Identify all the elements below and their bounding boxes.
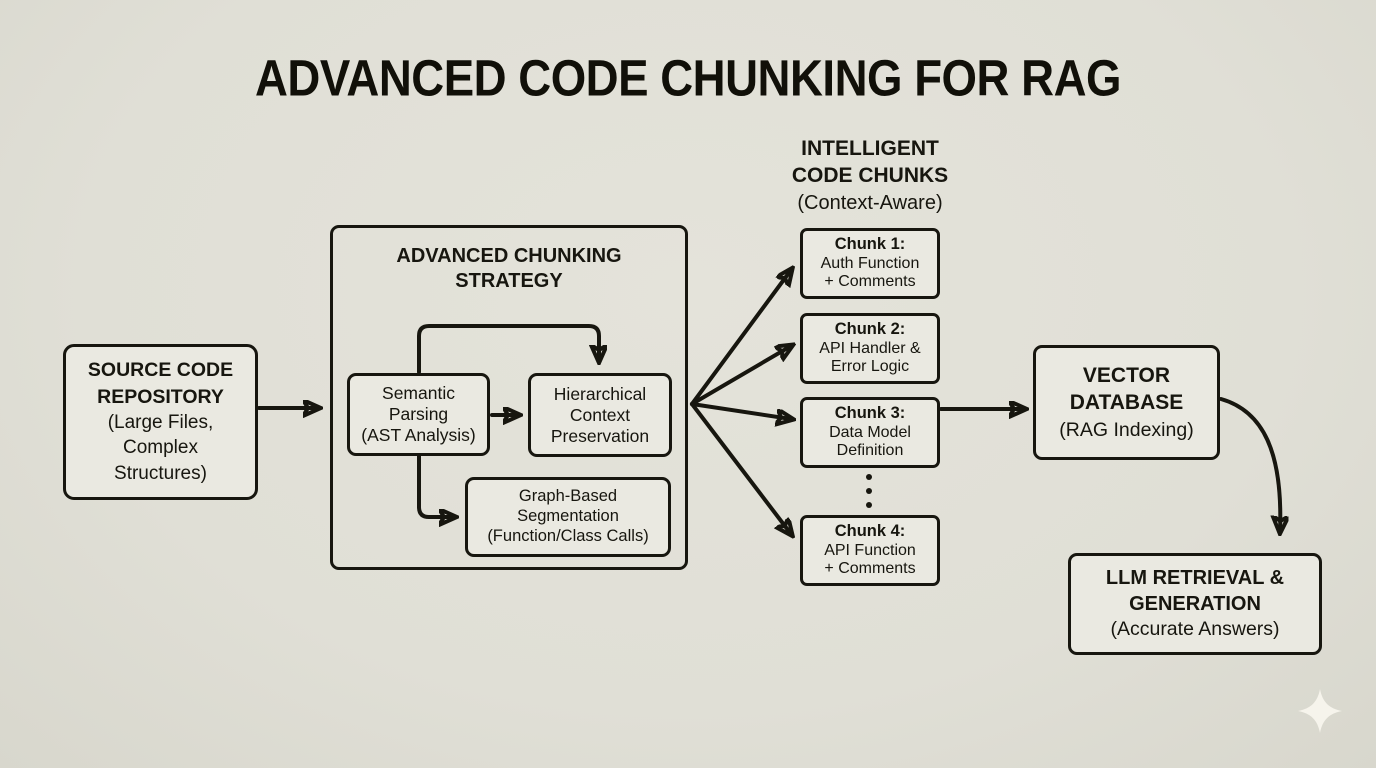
node-chunk-1: Chunk 1: Auth Function + Comments: [800, 228, 940, 299]
vector-title: VECTOR DATABASE: [1069, 364, 1184, 415]
arrow-strategy-to-chunk1: [690, 270, 791, 406]
chunk1-text: Auth Function + Comments: [820, 254, 920, 291]
chunk3-text: Data Model Definition: [829, 423, 911, 460]
arrow-vector-to-llm: [1219, 397, 1280, 531]
chunk4-label: Chunk 4:: [834, 521, 906, 540]
node-chunk-4: Chunk 4: API Function + Comments: [800, 515, 940, 586]
chunks-header-title: INTELLIGENT CODE CHUNKS: [791, 137, 949, 187]
source-title: SOURCE CODE REPOSITORY: [87, 359, 234, 408]
node-llm-retrieval-generation: LLM RETRIEVAL & GENERATION (Accurate Ans…: [1068, 553, 1322, 655]
chunks-column-header: INTELLIGENT CODE CHUNKS (Context-Aware): [755, 136, 985, 216]
chunk2-label: Chunk 2:: [834, 319, 906, 338]
node-source-code-repository: SOURCE CODE REPOSITORY (Large Files, Com…: [63, 344, 258, 500]
llm-title: LLM RETRIEVAL & GENERATION: [1105, 567, 1285, 616]
node-graph-based-segmentation: Graph-Based Segmentation (Function/Class…: [465, 477, 671, 557]
chunk2-text: API Handler & Error Logic: [819, 339, 921, 376]
page-title: ADVANCED CODE CHUNKING FOR RAG: [254, 48, 1122, 107]
hierarchical-text: Hierarchical Context Preservation: [550, 383, 650, 446]
vector-subtitle: (RAG Indexing): [1059, 418, 1194, 441]
node-advanced-chunking-strategy: ADVANCED CHUNKING STRATEGY: [330, 225, 688, 570]
arrow-strategy-to-chunk4: [690, 402, 791, 534]
sparkle-icon: [1298, 689, 1342, 733]
chunks-ellipsis: [866, 474, 872, 508]
strategy-title: ADVANCED CHUNKING STRATEGY: [396, 245, 622, 292]
node-chunk-2: Chunk 2: API Handler & Error Logic: [800, 313, 940, 384]
chunk1-label: Chunk 1:: [834, 234, 906, 253]
chunk4-text: API Function + Comments: [824, 541, 916, 578]
source-subtitle: (Large Files, Complex Structures): [107, 411, 214, 485]
arrow-strategy-to-chunk2: [690, 346, 791, 406]
arrow-strategy-to-chunk3: [690, 402, 791, 419]
chunks-header-subtitle: (Context-Aware): [797, 191, 943, 214]
node-vector-database: VECTOR DATABASE (RAG Indexing): [1033, 345, 1220, 460]
graph-text: Graph-Based Segmentation (Function/Class…: [487, 487, 649, 545]
llm-subtitle: (Accurate Answers): [1110, 618, 1280, 641]
node-semantic-parsing: Semantic Parsing (AST Analysis): [347, 373, 490, 456]
node-hierarchical-context-preservation: Hierarchical Context Preservation: [528, 373, 672, 457]
chunk3-label: Chunk 3:: [834, 403, 906, 422]
semantic-text: Semantic Parsing (AST Analysis): [361, 383, 476, 445]
node-chunk-3: Chunk 3: Data Model Definition: [800, 397, 940, 468]
